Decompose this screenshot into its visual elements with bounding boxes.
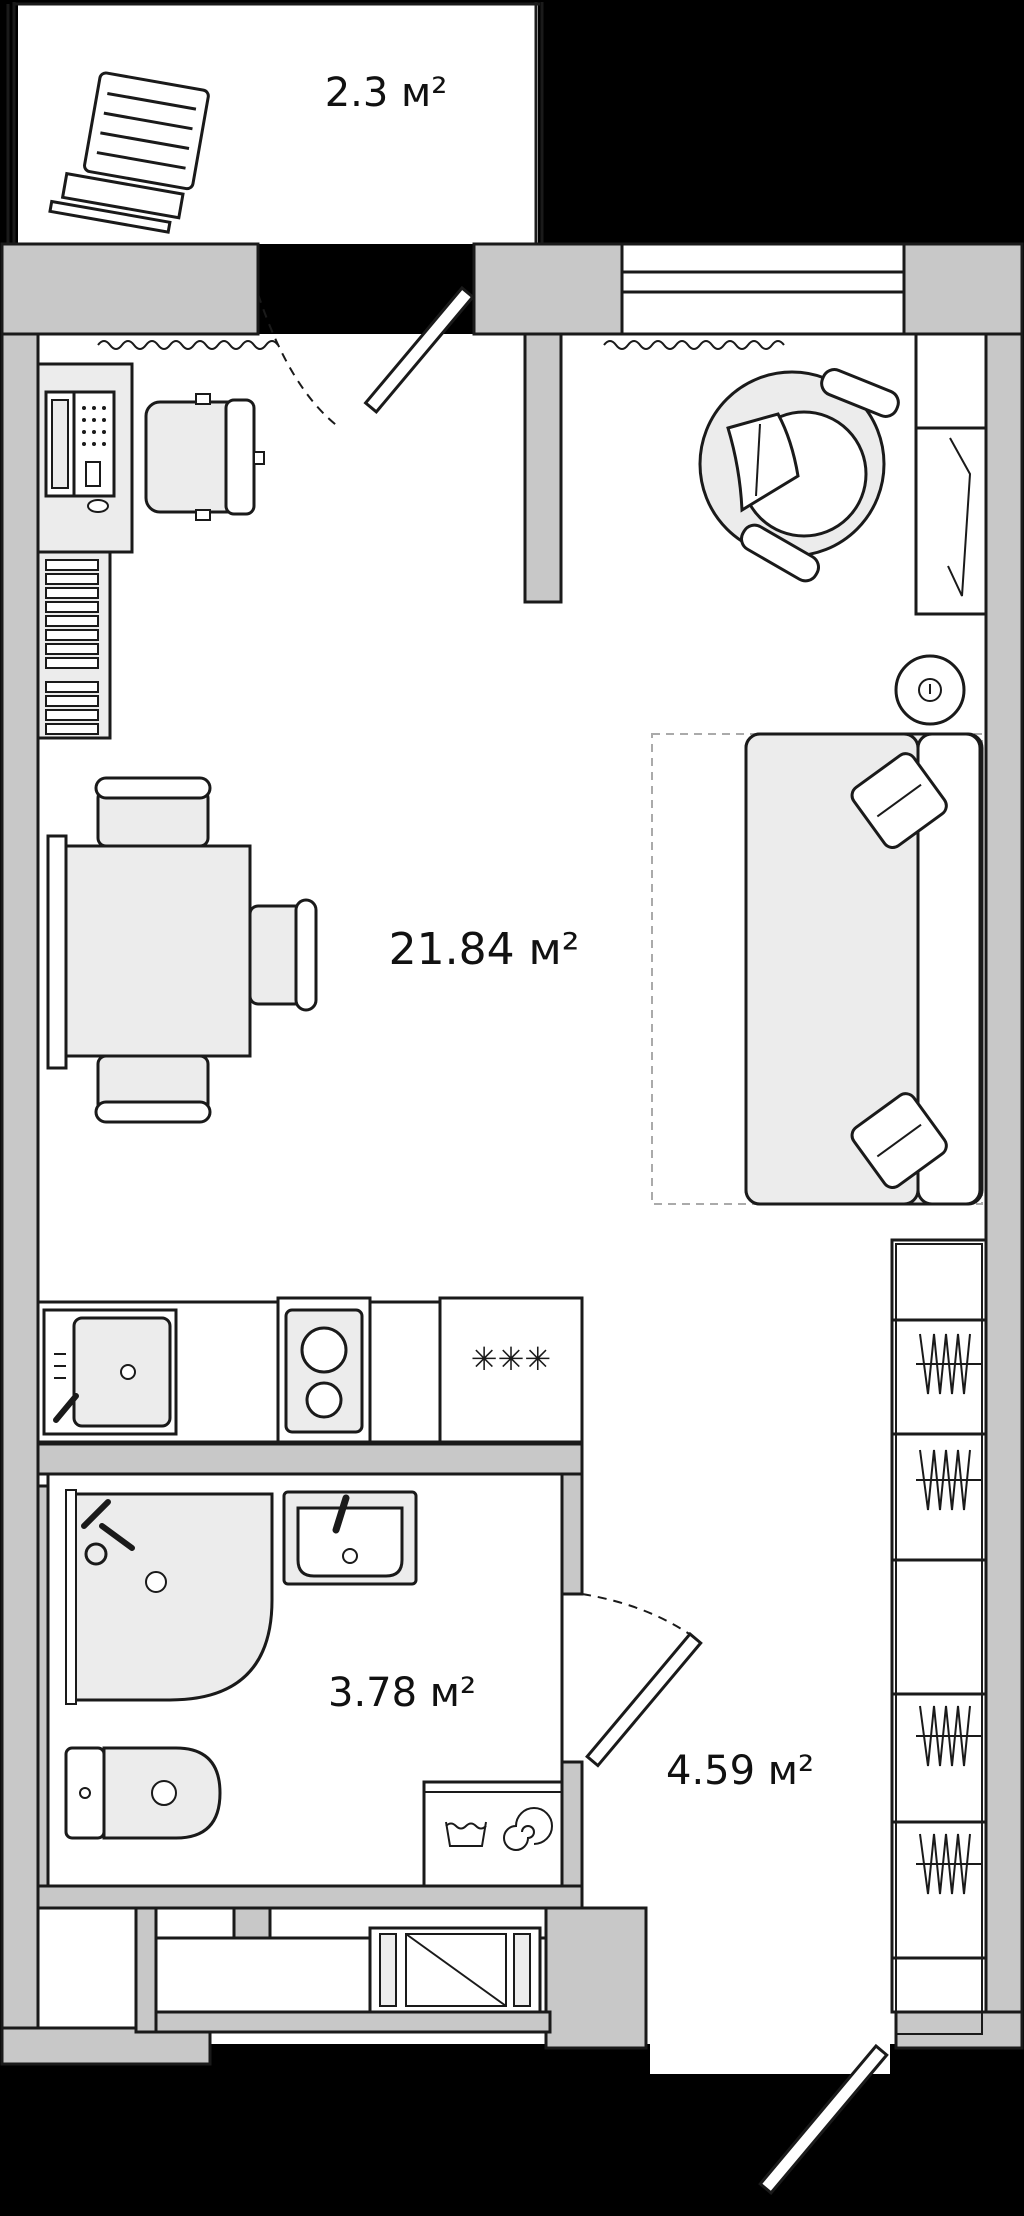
armchair-icon <box>698 368 900 583</box>
wall-storage-bottom <box>148 2010 552 2034</box>
hallway-wardrobe <box>890 1238 988 2035</box>
bathroom <box>46 1472 564 1888</box>
window <box>620 242 906 336</box>
sink-icon <box>42 1308 178 1436</box>
walls <box>0 242 1024 2066</box>
chair-top <box>94 776 212 848</box>
shower-head-icon <box>81 1499 135 1566</box>
wall-storage-left <box>134 1906 158 2034</box>
wall-left <box>0 332 40 2066</box>
chair-bottom <box>94 1054 212 1124</box>
wall-right <box>984 332 1024 2050</box>
wall-partition <box>523 332 563 604</box>
oven-icon: ✳✳✳ <box>438 1296 584 1444</box>
sofa <box>651 732 984 1206</box>
stove-stars: ✳✳✳ <box>471 1340 551 1378</box>
balcony-area: 2.3 м² <box>325 70 448 116</box>
wall-bath-top <box>36 1442 584 1476</box>
mouse-icon <box>87 499 109 513</box>
washbasin-icon <box>282 1490 418 1586</box>
bathroom-area: 3.78 м² <box>328 1670 476 1716</box>
wall-bottom-right <box>894 2010 1024 2050</box>
toilet-icon <box>64 1746 222 1840</box>
wall-top-corner <box>902 242 1024 336</box>
kitchen: ✳✳✳ <box>36 1296 584 1444</box>
hob-icon <box>276 1296 372 1444</box>
shoe-cabinet-icon <box>368 1926 542 2014</box>
curtains <box>97 340 785 350</box>
wall-bottom-center <box>544 1906 648 2050</box>
storage <box>36 1906 548 2030</box>
curtain-left <box>97 340 279 350</box>
shower-icon <box>65 1489 274 1705</box>
wall-bottom-left <box>0 2026 212 2066</box>
entrance-floor <box>650 2044 890 2074</box>
lounge-chair-icon <box>48 71 210 234</box>
wall-bottom-mid <box>232 1906 272 1940</box>
sofa-pillow-top <box>850 752 948 849</box>
washing-machine-icon <box>422 1780 564 1888</box>
wall-top-left <box>0 242 260 336</box>
wall-bath-bottom <box>36 1884 584 1910</box>
entrance-door-leaf <box>758 2043 889 2196</box>
doors <box>257 285 889 2196</box>
bathroom-door-leaf <box>585 1631 703 1768</box>
chair-right <box>248 898 318 1012</box>
office-chair-icon <box>144 393 265 521</box>
hallway-area: 4.59 м² <box>666 1748 814 1794</box>
bathroom-door-swing <box>581 1593 699 1641</box>
balcony <box>6 2 544 245</box>
wall-top-right <box>472 242 624 336</box>
bookshelf <box>36 550 112 740</box>
living-area: 21.84 м² <box>389 924 580 975</box>
balcony-door-leaf <box>363 285 475 415</box>
sofa-pillow-bottom <box>850 1092 948 1189</box>
hangers-icon <box>916 1333 982 1895</box>
dining-table <box>46 776 318 1124</box>
laptop-icon <box>44 390 116 498</box>
floor-lamp-icon <box>894 654 966 726</box>
wardrobe-top <box>914 332 988 616</box>
balcony-door-swing <box>257 293 341 429</box>
armchair-cushion <box>726 412 800 513</box>
wall-bath-right-upper <box>560 1472 584 1596</box>
curtain-right <box>603 340 785 350</box>
wall-bath-right-lower <box>560 1760 584 1904</box>
desk <box>36 362 134 554</box>
area-labels: 2.3 м² 21.84 м² 3.78 м² 4.59 м² <box>325 70 814 1794</box>
